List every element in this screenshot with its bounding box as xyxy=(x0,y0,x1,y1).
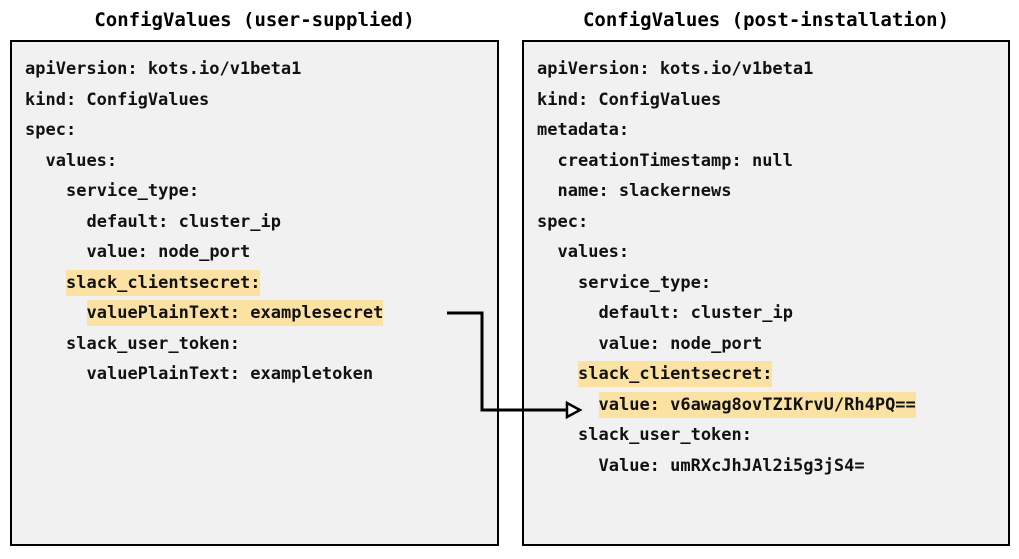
code-line: slack_user_token: xyxy=(12,329,497,360)
code-line: name: slackernews xyxy=(524,176,1008,207)
code-text: service_type: xyxy=(578,272,712,293)
code-line: metadata: xyxy=(524,115,1008,146)
code-line: service_type: xyxy=(12,176,497,207)
code-text: kind: ConfigValues xyxy=(537,89,722,110)
highlighted-text: valuePlainText: examplesecret xyxy=(86,300,384,326)
code-text: spec: xyxy=(537,211,589,232)
highlighted-text: slack_clientsecret: xyxy=(578,361,773,387)
code-line: apiVersion: kots.io/v1beta1 xyxy=(12,54,497,85)
code-line: kind: ConfigValues xyxy=(524,85,1008,116)
code-line: values: xyxy=(524,237,1008,268)
code-line: value: v6awag8ovTZIKrvU/Rh4PQ== xyxy=(524,390,1008,421)
code-line: value: node_port xyxy=(524,329,1008,360)
code-line: kind: ConfigValues xyxy=(12,85,497,116)
code-text: Value: umRXcJhJAl2i5g3jS4= xyxy=(598,455,865,476)
code-lines-post-installation: apiVersion: kots.io/v1beta1 kind: ConfigV… xyxy=(524,42,1008,481)
code-line: spec: xyxy=(524,207,1008,238)
code-line: default: cluster_ip xyxy=(12,207,497,238)
code-box-user-supplied: apiVersion: kots.io/v1beta1 kind: ConfigV… xyxy=(10,40,499,546)
code-text: value: node_port xyxy=(598,333,763,354)
code-line: service_type: xyxy=(524,268,1008,299)
code-line: Value: umRXcJhJAl2i5g3jS4= xyxy=(524,451,1008,482)
code-text: kind: ConfigValues xyxy=(25,89,210,110)
code-text: creationTimestamp: null xyxy=(557,150,793,171)
code-text: slack_user_token: xyxy=(66,333,240,354)
code-box-post-installation: apiVersion: kots.io/v1beta1 kind: ConfigV… xyxy=(522,40,1010,546)
code-text: name: slackernews xyxy=(557,181,732,201)
code-line: creationTimestamp: null xyxy=(524,146,1008,177)
code-lines-user-supplied: apiVersion: kots.io/v1beta1 kind: ConfigV… xyxy=(12,42,497,390)
code-line: apiVersion: kots.io/v1beta1 xyxy=(524,54,1008,85)
code-text: slack_user_token: xyxy=(578,425,752,445)
code-line: slack_user_token: xyxy=(524,420,1008,451)
code-text: values: xyxy=(45,150,118,171)
panel-title-post-installation: ConfigValues (post-installation) xyxy=(582,9,950,31)
code-text: default: cluster_ip xyxy=(86,211,281,232)
code-line: spec: xyxy=(12,115,497,146)
code-text: values: xyxy=(557,242,630,262)
code-line: valuePlainText: exampletoken xyxy=(12,359,497,390)
code-line: valuePlainText: examplesecret xyxy=(12,298,497,329)
code-text: service_type: xyxy=(66,181,200,201)
highlighted-text: value: v6awag8ovTZIKrvU/Rh4PQ== xyxy=(598,391,916,418)
panel-title-user-supplied: ConfigValues (user-supplied) xyxy=(94,9,415,31)
code-text: apiVersion: kots.io/v1beta1 xyxy=(25,59,302,79)
code-line: default: cluster_ip xyxy=(524,298,1008,329)
code-text: spec: xyxy=(25,120,77,140)
code-text: valuePlainText: exampletoken xyxy=(86,364,374,384)
code-line: slack_clientsecret: xyxy=(12,268,497,299)
code-line: value: node_port xyxy=(12,237,497,268)
code-text: default: cluster_ip xyxy=(598,303,793,323)
code-line: slack_clientsecret: xyxy=(524,359,1008,390)
code-line: values: xyxy=(12,146,497,177)
code-text: metadata: xyxy=(537,120,630,140)
highlighted-text: slack_clientsecret: xyxy=(66,269,261,296)
code-text: apiVersion: kots.io/v1beta1 xyxy=(537,59,814,79)
code-text: value: node_port xyxy=(86,242,251,262)
